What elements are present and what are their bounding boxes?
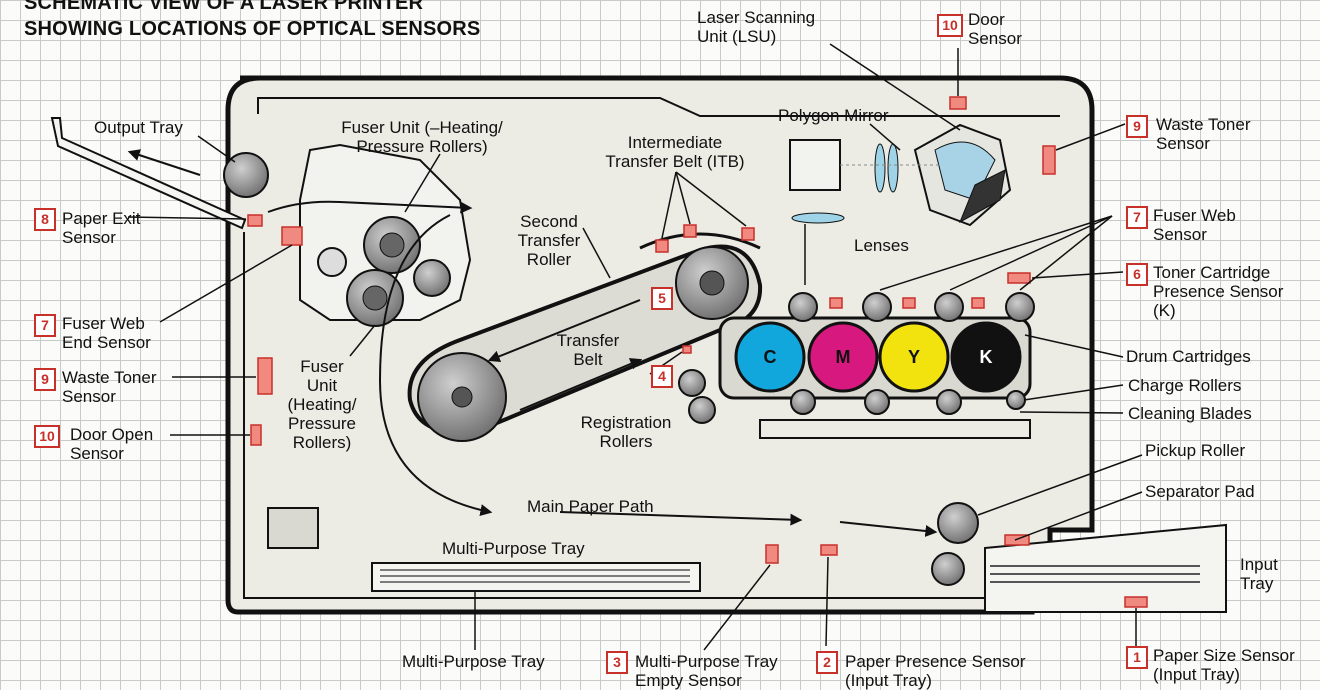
sensor-waste-left <box>257 357 273 395</box>
label-fuser-top: Fuser Unit (–Heating/ Pressure Rollers) <box>341 118 503 156</box>
sensor-paper-presence <box>820 544 838 556</box>
drum-magenta <box>807 321 879 393</box>
label-drum-cartridges: Drum Cartridges <box>1126 347 1251 366</box>
badge-2: 2 <box>816 651 838 674</box>
label-registration: Registration Rollers <box>580 413 672 451</box>
label-polygon-mirror: Polygon Mirror <box>778 106 889 125</box>
badge-5: 5 <box>651 287 673 310</box>
multi-purpose-tray <box>267 507 701 592</box>
label-lsu: Laser Scanning Unit (LSU) <box>697 8 816 46</box>
label-fuser-web-right: Fuser Web Sensor <box>1153 206 1236 244</box>
badge-9-right: 9 <box>1126 115 1148 138</box>
badge-10-top: 10 <box>937 14 963 37</box>
sensor-waste-right <box>1042 145 1056 175</box>
drum-label-y: Y <box>907 347 920 367</box>
drum-cyan <box>734 321 806 393</box>
label-fuser-mid: Fuser Unit (Heating/ Pressure Rollers) <box>287 357 357 452</box>
label-lenses: Lenses <box>854 236 909 255</box>
leader-lines <box>127 43 1143 651</box>
title-line-1: SCHEMATIC VIEW OF A LASER PRINTER <box>24 0 424 14</box>
label-door-sensor: Door Sensor <box>968 10 1022 48</box>
drum-cartridges <box>678 292 1035 439</box>
label-mpt-empty: Multi-Purpose Tray Empty Sensor <box>635 652 778 690</box>
label-paper-exit: Paper Exit Sensor <box>62 209 141 247</box>
badge-7-right: 7 <box>1126 206 1148 229</box>
fuser-assembly <box>267 143 473 327</box>
badge-6: 6 <box>1126 263 1148 286</box>
label-paper-presence: Paper Presence Sensor (Input Tray) <box>845 652 1026 690</box>
badge-7-left: 7 <box>34 314 56 337</box>
label-input-tray: Input Tray <box>1240 555 1278 593</box>
badge-9-left: 9 <box>34 368 56 391</box>
label-main-paper-path: Main Paper Path <box>527 497 654 516</box>
label-fuser-web-end: Fuser Web End Sensor <box>62 314 151 352</box>
badge-1: 1 <box>1126 646 1148 669</box>
label-output-tray: Output Tray <box>94 118 183 137</box>
drum-label-k: K <box>979 347 993 367</box>
label-separator-pad: Separator Pad <box>1145 482 1255 501</box>
drum-black <box>950 321 1022 393</box>
label-pickup-roller: Pickup Roller <box>1145 441 1246 460</box>
exit-roller <box>223 152 269 198</box>
label-mpt-inside: Multi-Purpose Tray <box>442 539 585 558</box>
output-tray <box>50 117 269 230</box>
badge-10-left: 10 <box>34 425 60 448</box>
sensor-toner-presence <box>1007 272 1031 284</box>
label-second-transfer: Second Transfer Roller <box>517 212 581 269</box>
label-paper-size: Paper Size Sensor (Input Tray) <box>1153 646 1295 684</box>
main-paper-path <box>378 214 493 516</box>
sensor-markers <box>247 96 1148 608</box>
title-line-2: SHOWING LOCATIONS OF OPTICAL SENSORS <box>24 18 481 40</box>
label-door-open: Door Open Sensor <box>70 425 154 463</box>
pickup-roller <box>937 502 979 544</box>
badge-4: 4 <box>651 365 673 388</box>
sensor-fuser-web-end <box>281 226 303 246</box>
label-waste-toner-left: Waste Toner Sensor <box>62 368 157 406</box>
drum-label-c: C <box>763 347 777 367</box>
sensor-door-open <box>250 424 262 446</box>
label-toner-presence: Toner Cartridge Presence Sensor (K) <box>1153 263 1284 320</box>
label-mpt-bottom: Multi-Purpose Tray <box>402 652 545 671</box>
label-cleaning-blades: Cleaning Blades <box>1128 404 1252 423</box>
label-charge-rollers: Charge Rollers <box>1128 376 1242 395</box>
sensor-paper-size <box>1124 596 1148 608</box>
sensor-mpt-empty <box>765 544 779 564</box>
drum-yellow <box>878 321 950 393</box>
sensor-door-top <box>949 96 967 110</box>
sensor-paper-exit <box>247 214 263 227</box>
input-tray <box>931 502 1227 613</box>
badge-3: 3 <box>606 651 628 674</box>
label-itb: Intermediate Transfer Belt (ITB) <box>605 133 745 171</box>
label-waste-toner-right: Waste Toner Sensor <box>1156 115 1251 153</box>
drum-label-m: M <box>835 347 851 367</box>
laser-scanning-unit <box>789 123 1012 285</box>
badge-8: 8 <box>34 208 56 231</box>
label-transfer-belt: Transfer Belt <box>556 331 620 369</box>
